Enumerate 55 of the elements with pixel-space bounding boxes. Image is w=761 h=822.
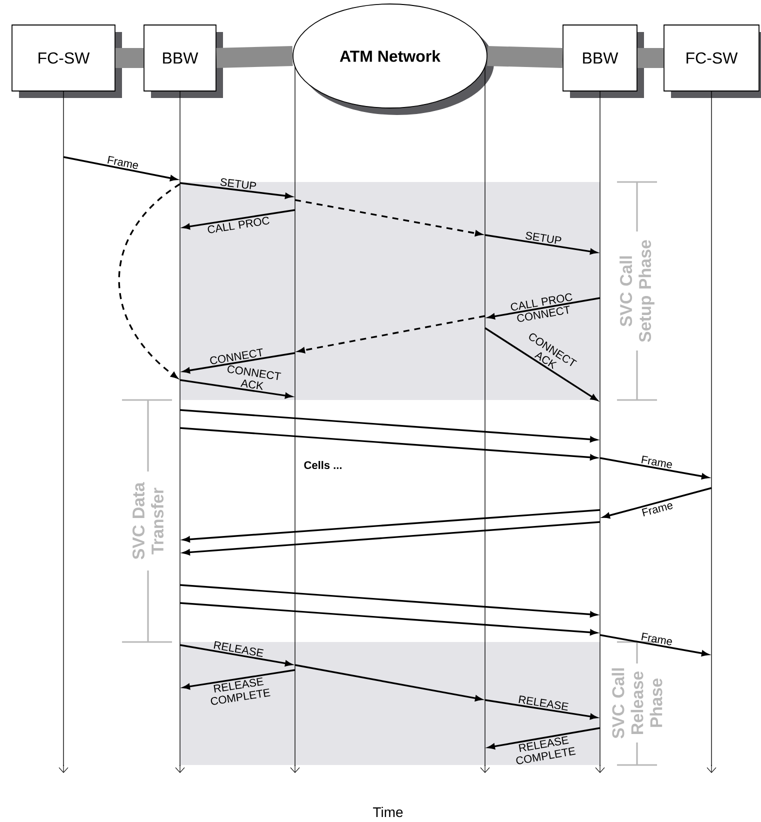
arrow (118, 183, 180, 379)
lifeline (290, 67, 300, 773)
arrow (182, 209, 296, 230)
text-label: Time (373, 806, 403, 818)
edge-label: Frame (641, 456, 672, 468)
arrow (294, 664, 482, 702)
lifeline (706, 91, 716, 773)
arrow (180, 379, 292, 399)
arrow (484, 699, 598, 720)
device-box: BBW (144, 24, 223, 98)
arrow (182, 521, 600, 556)
edge-label: RELEASE COMPLETE (516, 736, 576, 764)
connecting-pipe (115, 48, 144, 68)
arrow (180, 182, 292, 199)
connecting-pipe (637, 48, 664, 68)
arrow (180, 409, 598, 442)
arrow (63, 156, 178, 182)
phase-label: SVC Call Release Phase (610, 664, 664, 742)
arrow (294, 199, 482, 236)
arrow (298, 315, 486, 354)
edge-label: Frame (108, 156, 138, 169)
edge-label: CONNECT ACK (228, 365, 282, 390)
arrow (600, 457, 709, 480)
edge-label: CALL PROC (208, 216, 270, 234)
edge-label: RELEASE (518, 695, 568, 711)
arrow (180, 584, 598, 618)
phase-label: SVC Call Setup Phase (618, 232, 656, 350)
lifeline (175, 91, 185, 773)
lifeline (480, 67, 490, 773)
connecting-pipe (487, 46, 563, 68)
arrow (488, 727, 600, 750)
lifeline (595, 91, 605, 773)
arrow (180, 427, 598, 460)
phase-label: SVC Data Transfer (130, 472, 166, 570)
device-box: FC-SW (12, 24, 122, 98)
device-box: FC-SW (664, 24, 761, 98)
lifeline (58, 91, 68, 773)
arrow (182, 352, 296, 374)
edge-label: RELEASE (214, 641, 264, 657)
edge-label: SETUP (526, 232, 562, 244)
arrow (182, 669, 296, 690)
arrow (488, 297, 600, 320)
edge-label: Frame (641, 632, 672, 646)
edge-label: Frame (642, 503, 673, 516)
arrow (182, 509, 600, 542)
arrow (600, 634, 709, 656)
arrow (180, 644, 292, 666)
arrow (180, 602, 598, 636)
arrow (484, 234, 598, 254)
edge-label: CONNECT (210, 348, 263, 364)
device-box: BBW (562, 24, 644, 98)
edge-label: SETUP (220, 178, 256, 190)
edge-label: RELEASE COMPLETE (210, 678, 270, 705)
arrow (484, 327, 598, 401)
arrow (602, 487, 712, 518)
